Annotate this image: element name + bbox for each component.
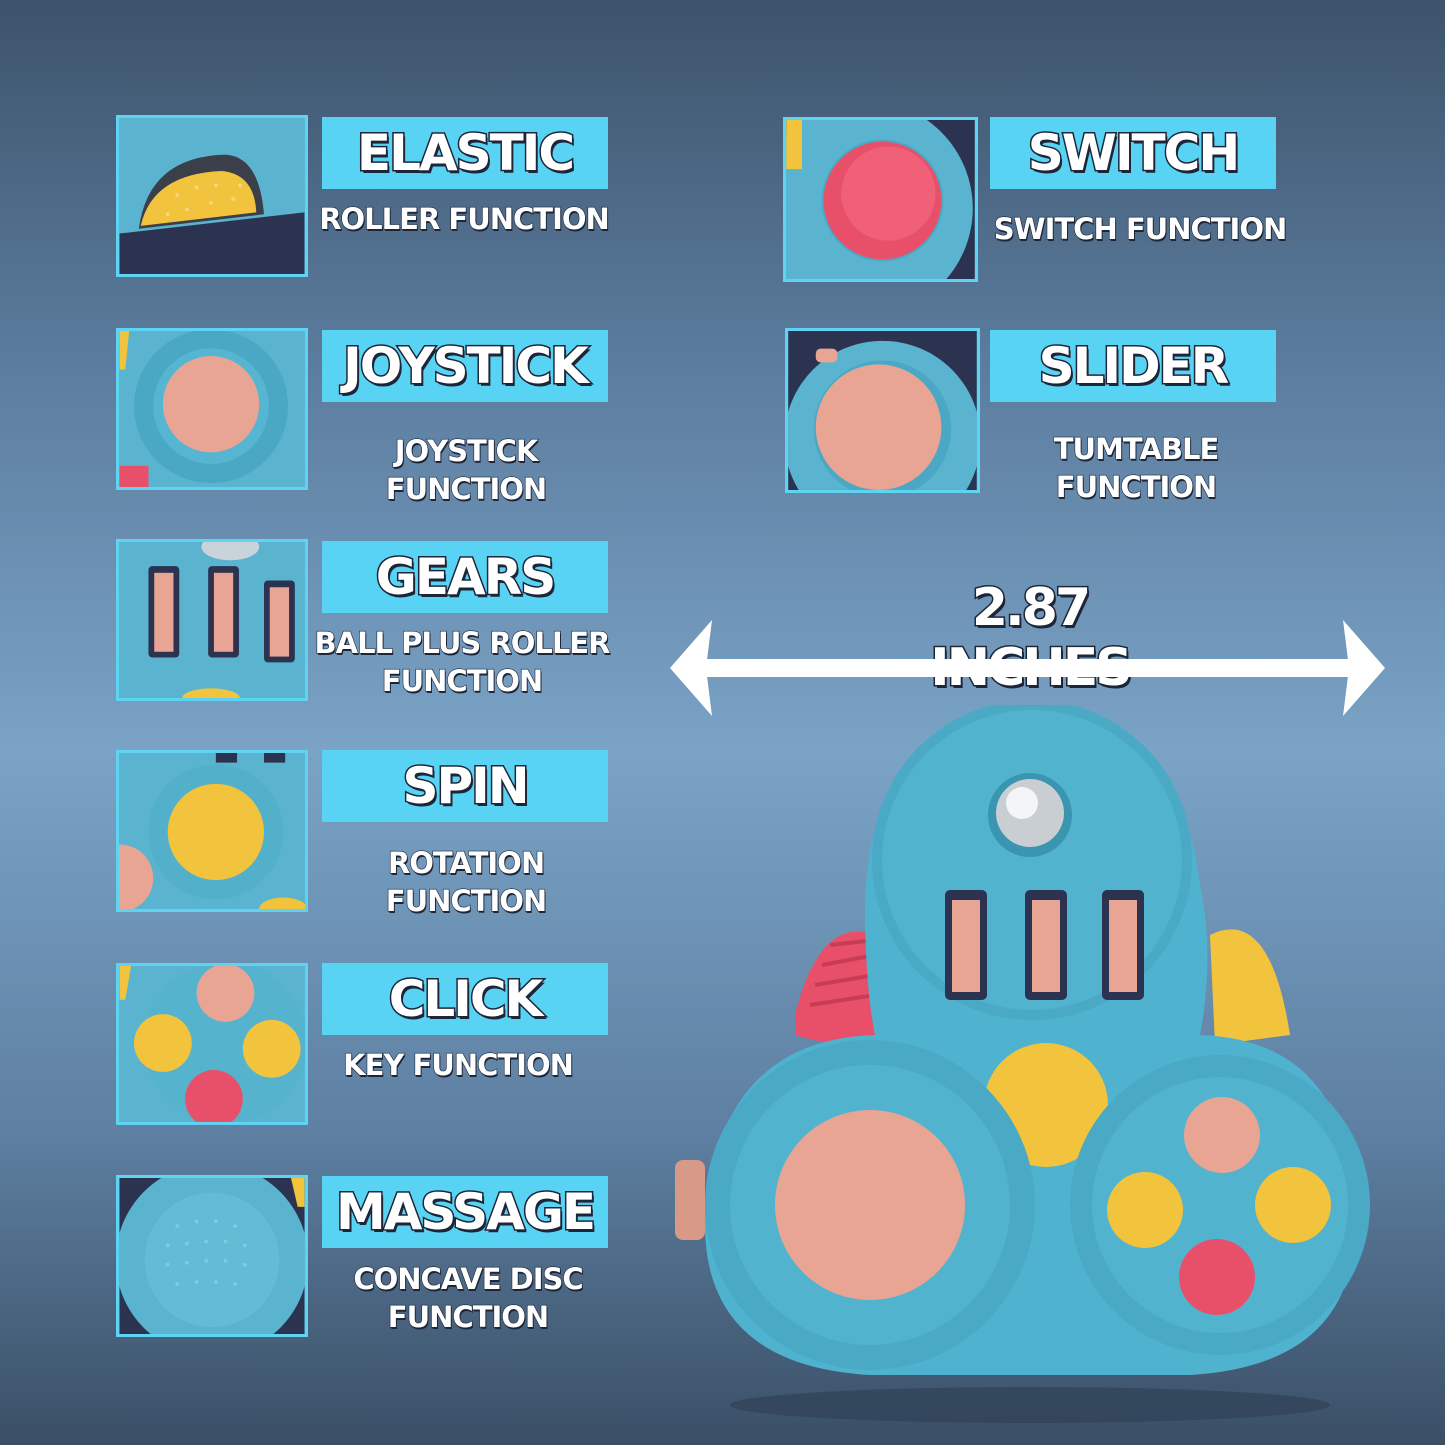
spin-title: SPIN — [401, 756, 531, 817]
massage-subtitle: CONCAVE DISC FUNCTION — [353, 1261, 585, 1334]
spin-thumbnail — [116, 750, 308, 912]
elastic-title-box: ELASTIC — [322, 117, 608, 189]
click-title: CLICK — [387, 969, 545, 1030]
massage-title-box: MASSAGE — [322, 1176, 608, 1248]
elastic-subtitle: ROLLER FUNCTION — [319, 201, 611, 236]
gears-title-box: GEARS — [322, 541, 608, 613]
spin-title-box: SPIN — [322, 750, 608, 822]
slider-thumbnail — [785, 328, 980, 493]
gears-title: GEARS — [374, 547, 557, 608]
double-arrow-icon — [670, 620, 1385, 716]
fidget-toy-image — [675, 705, 1370, 1423]
click-title-box: CLICK — [322, 963, 608, 1035]
click-thumbnail — [116, 963, 308, 1125]
joystick-title: JOYSTICK — [342, 336, 591, 397]
gears-thumbnail — [116, 539, 308, 701]
switch-title-box: SWITCH — [990, 117, 1276, 189]
joystick-subtitle: JOYSTICK FUNCTION — [385, 433, 548, 506]
switch-subtitle: SWITCH FUNCTION — [993, 211, 1288, 246]
joystick-thumbnail — [116, 328, 308, 490]
massage-thumbnail — [116, 1175, 308, 1337]
switch-thumbnail — [783, 117, 978, 282]
click-subtitle: KEY FUNCTION — [342, 1047, 574, 1082]
slider-title: SLIDER — [1037, 336, 1231, 397]
gears-subtitle: BALL PLUS ROLLER FUNCTION — [314, 625, 611, 698]
slider-title-box: SLIDER — [990, 330, 1276, 402]
massage-title: MASSAGE — [334, 1182, 597, 1243]
elastic-title: ELASTIC — [355, 123, 576, 184]
slider-subtitle: TUMTABLE FUNCTION — [1053, 431, 1220, 504]
joystick-title-box: JOYSTICK — [322, 330, 608, 402]
spin-subtitle: ROTATION FUNCTION — [385, 845, 548, 918]
switch-title: SWITCH — [1026, 123, 1241, 184]
elastic-thumbnail — [116, 115, 308, 277]
